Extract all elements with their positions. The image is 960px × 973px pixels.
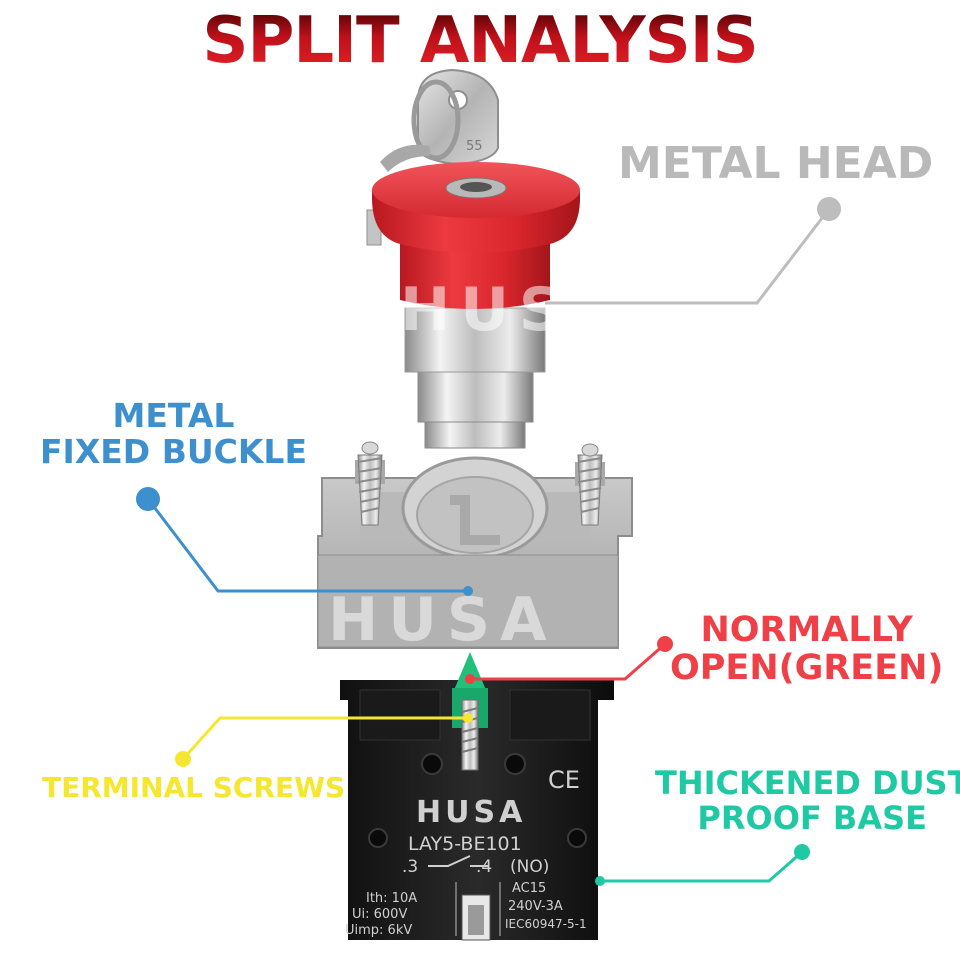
callout-normally-open [465,636,673,684]
callout-dot-buckle [136,487,160,511]
ce-mark: CE [548,766,580,794]
label-metal-fixed-buckle: METAL FIXED BUCKLE [40,398,307,469]
rating-ith: Ith: 10A [366,891,417,906]
rating-ac: AC15 [512,881,546,896]
label-buckle-line1: METAL [112,396,235,435]
watermark-bottom: HUSA [328,585,557,655]
label-normally-open-line1: NORMALLY [700,610,913,650]
contact-brand: HUSA [416,795,526,830]
label-buckle-line2: FIXED BUCKLE [40,431,307,471]
callout-dust-base [595,844,810,886]
contact-model: LAY5-BE101 [408,833,522,855]
callout-dot-terminal-screws [175,751,191,767]
label-normally-open-line2: OPEN(GREEN) [670,647,944,688]
callout-dot-dust-base [794,844,810,860]
label-terminal-screws: TERMINAL SCREWS [42,771,346,804]
callout-buckle [136,487,473,596]
label-metal-head: METAL HEAD [618,138,934,189]
rating-std: IEC60947-5-1 [505,917,587,931]
terminal-right: .4 [476,857,492,877]
rating-ui: Ui: 600V [352,907,407,922]
label-dust-proof-base: THICKENED DUST PROOF BASE [655,766,960,835]
callout-metal-head [545,197,841,305]
callout-terminal-screws [175,713,473,767]
callout-dot-normally-open [657,636,673,652]
key-number: 55 [466,139,483,154]
metal-head-illustration [372,162,580,449]
metal-buckle-illustration [317,441,633,649]
contact-block-illustration: CE HUSA LAY5-BE101 .3 .4 (NO) Ith: 10A U… [340,652,614,941]
terminal-left: .3 [402,857,418,877]
rating-uimp: Uimp: 6kV [345,923,412,938]
label-dust-line2: PROOF BASE [697,798,927,837]
page-title: SPLIT ANALYSIS [0,4,960,78]
watermark-top: HUSA [400,275,629,345]
rating-volt: 240V-3A [508,899,563,914]
terminal-type: (NO) [510,857,549,877]
callout-dot-metal-head [817,197,841,221]
label-normally-open: NORMALLY OPEN(GREEN) [670,610,944,688]
label-dust-line1: THICKENED DUST [655,764,960,802]
